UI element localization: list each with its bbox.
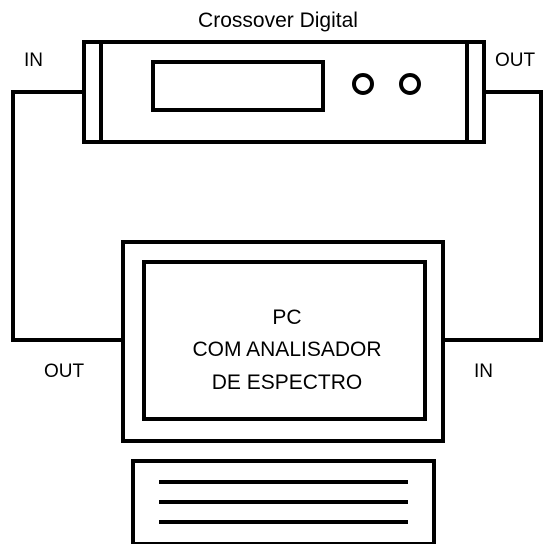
cable-crossover-out-to-pc-in [443,90,543,342]
crossover-body [82,40,486,144]
monitor-frame [121,240,445,443]
crossover-title: Crossover Digital [198,9,358,32]
keyboard-body [131,459,436,544]
crossover-knob-2 [399,73,421,95]
keyboard [131,459,436,544]
screen-text-line-1: PC [272,306,301,329]
screen-text-line-2: COM ANALISADOR [192,338,381,361]
cable-pc-out-to-crossover-in [11,90,123,342]
crossover-device [82,40,486,144]
crossover-in-label: IN [24,50,43,71]
screen-text-line-3: DE ESPECTRO [212,371,363,394]
pc-monitor [121,240,445,443]
monitor-screen [142,260,427,421]
crossover-display [151,60,325,112]
crossover-knob-1 [352,73,374,95]
crossover-out-label: OUT [495,50,536,71]
pc-in-label: IN [474,361,493,382]
pc-out-label: OUT [44,361,85,382]
